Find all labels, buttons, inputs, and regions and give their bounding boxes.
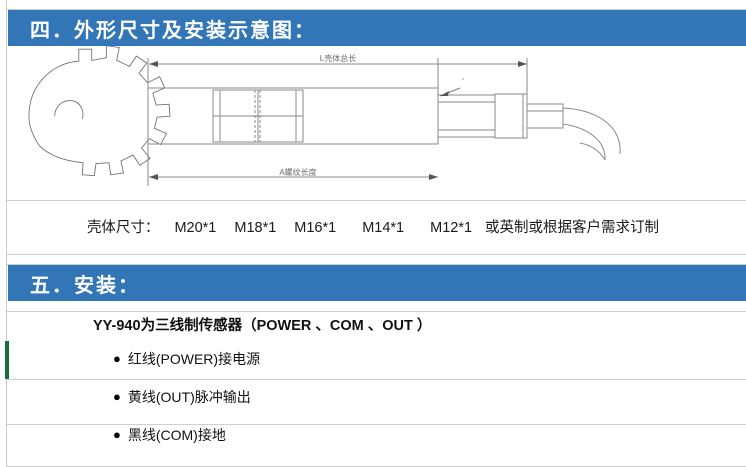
housing-spec-m18: M18*1 — [234, 220, 277, 236]
dimension-diagram-svg: L壳体总长 A螺纹长度 — [28, 46, 621, 186]
housing-spec-m12: M12*1 — [430, 220, 473, 236]
hairline-top — [7, 9, 746, 10]
list-item: ● 黑线(COM)接地 — [8, 416, 746, 454]
hairline-section-five-top — [7, 264, 746, 265]
housing-size-caption: 壳体尺寸： M20*1 M18*1 M16*1 M14*1 M12*1 或英制或根据客户需求… — [0, 216, 746, 237]
list-item: ● 黄线(OUT)脉冲输出 — [8, 378, 746, 416]
wire-power-label: 红线(POWER)接电源 — [127, 351, 261, 367]
left-gutter-green-accent — [5, 341, 9, 379]
dimension-lines — [147, 58, 528, 186]
wire-connection-list: ● 红线(POWER)接电源 ● 黄线(OUT)脉冲输出 ● 黑线(COM)接地 — [8, 340, 746, 454]
dimension-label-total-length: L壳体总长 — [320, 53, 356, 63]
section-header-four: 四．外形尺寸及安装示意图： — [8, 10, 746, 46]
bullet-icon: ● — [113, 351, 121, 366]
sensor-body — [147, 87, 621, 161]
housing-spec-m14: M14*1 — [362, 220, 405, 236]
wire-out-label: 黄线(OUT)脉冲输出 — [127, 389, 251, 405]
hairline-body-top — [7, 311, 746, 312]
dimension-arrowheads — [149, 61, 527, 180]
list-item: ● 红线(POWER)接电源 — [8, 340, 746, 378]
hairline-body-low — [7, 424, 746, 425]
wire-com-label: 黑线(COM)接地 — [127, 427, 226, 443]
bullet-icon: ● — [113, 427, 121, 442]
housing-caption-lead: 壳体尺寸： — [86, 220, 160, 236]
section-five-title: 五．安装： — [30, 274, 140, 297]
section-header-five: 五．安装： — [8, 265, 746, 301]
section-four-title: 四．外形尺寸及安装示意图： — [30, 19, 316, 42]
install-heading: YY-940为三线制传感器（POWER 、COM 、OUT ） — [93, 318, 432, 334]
hairline-below-caption — [7, 254, 746, 255]
housing-spec-m20: M20*1 — [174, 220, 217, 236]
dimension-diagram: L壳体总长 A螺纹长度 — [8, 46, 746, 201]
install-instructions: YY-940为三线制传感器（POWER 、COM 、OUT ） ● 红线(POWE… — [8, 312, 746, 454]
gear-icon — [28, 46, 171, 177]
leader-tick — [439, 87, 461, 97]
housing-caption-tail: 或英制或根据客户需求订制 — [485, 220, 660, 236]
housing-spec-m16: M16*1 — [294, 220, 337, 236]
dimension-label-thread-length: A螺纹长度 — [279, 167, 316, 177]
hairline-body-mid — [7, 379, 746, 380]
bullet-icon: ● — [113, 389, 121, 404]
diagram-dot-marker — [462, 78, 464, 80]
hairline-above-caption — [7, 200, 746, 201]
left-gutter-rule — [6, 0, 7, 467]
